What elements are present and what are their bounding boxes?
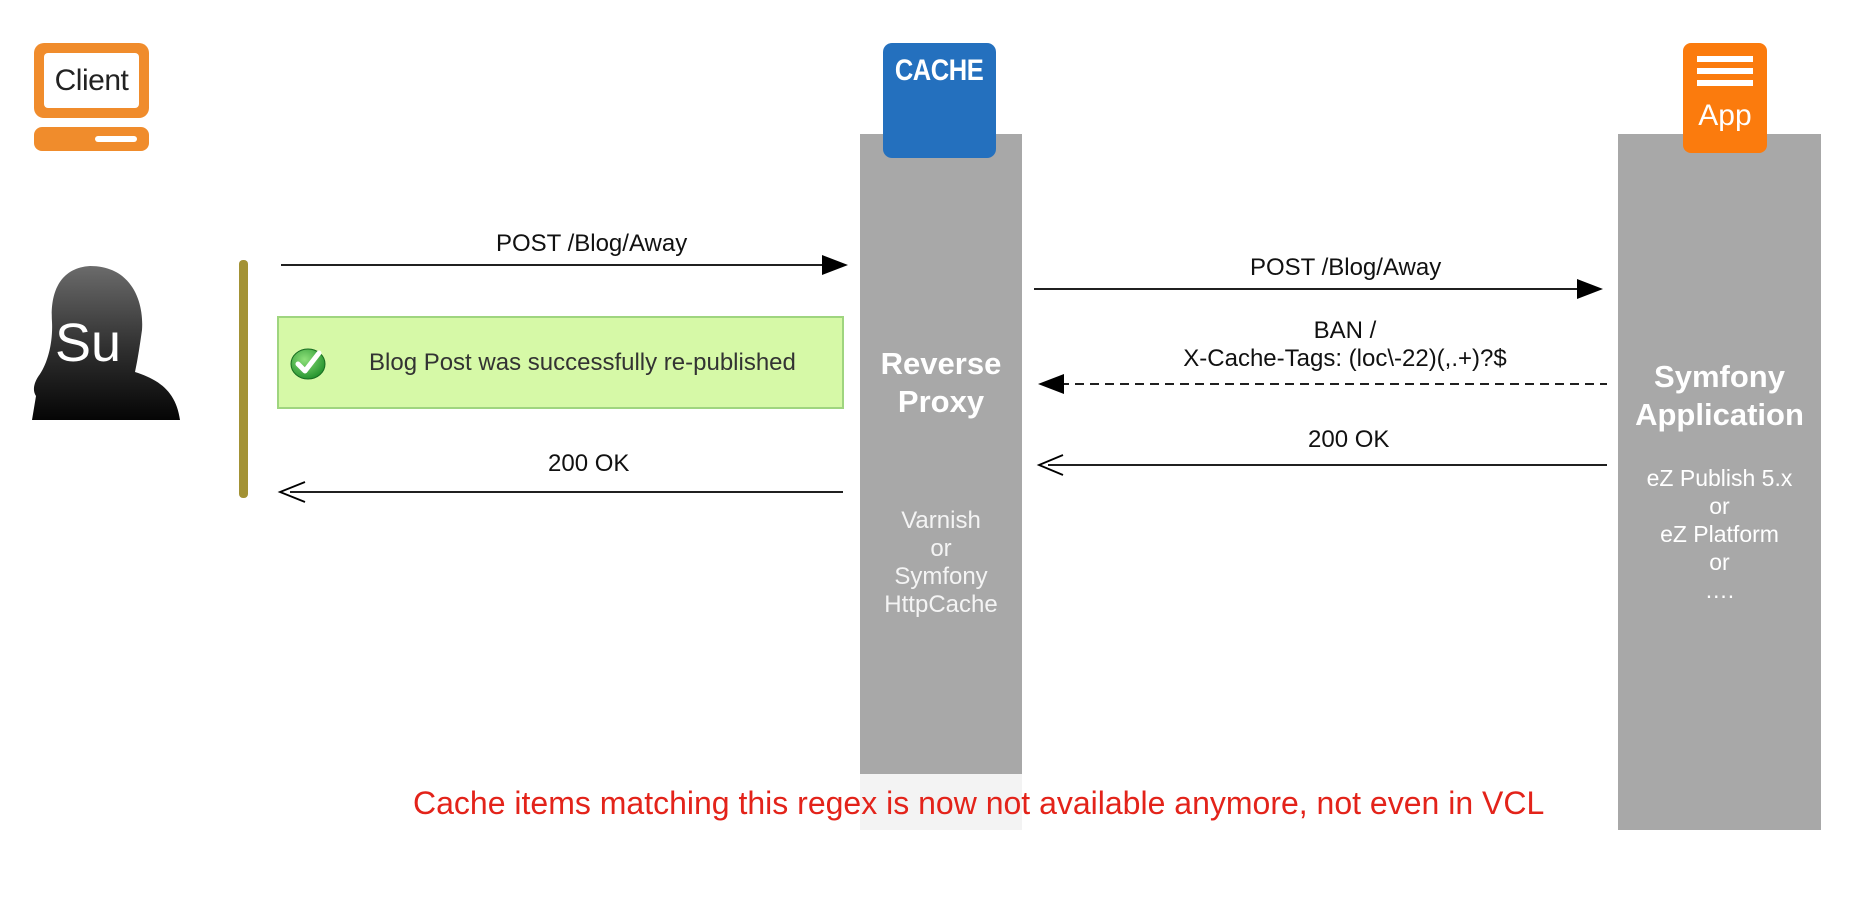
- proxy-subtitle-line: or: [930, 535, 952, 562]
- app-title-line2: Application: [1635, 397, 1804, 432]
- symfony-application-column: [1618, 134, 1821, 830]
- app-subtitle-line: or: [1709, 493, 1730, 519]
- arrow-head-icon: [1038, 374, 1064, 394]
- client-label: Client: [44, 53, 139, 108]
- app-subtitle-line: ….: [1704, 577, 1735, 603]
- client-keyboard-slot: [95, 136, 137, 142]
- cache-badge: CACHE: [883, 43, 996, 158]
- app-subtitle-line: eZ Platform: [1660, 521, 1779, 547]
- person-silhouette-icon: [32, 266, 180, 420]
- client-computer-icon: Client: [34, 43, 149, 151]
- post-request-label-left: POST /Blog/Away: [496, 230, 688, 257]
- app-subtitle-line: eZ Publish 5.x: [1646, 465, 1793, 491]
- session-timeline-bar: [239, 260, 248, 498]
- ban-request-label: BAN / X-Cache-Tags: (loc\-22)(,.+)?$: [1180, 317, 1510, 373]
- ban-label-line2: X-Cache-Tags: (loc\-22)(,.+)?$: [1183, 345, 1507, 372]
- ban-label-line1: BAN /: [1313, 317, 1377, 344]
- reverse-proxy-column-tail: [860, 774, 1022, 830]
- client-keyboard: [34, 127, 149, 151]
- cache-badge-label: CACHE: [895, 54, 984, 87]
- app-title-line1: Symfony: [1654, 359, 1785, 394]
- proxy-subtitle-line: Symfony: [894, 563, 988, 590]
- user-initials: Su: [54, 313, 122, 373]
- symfony-application-title: Symfony Application: [1618, 358, 1821, 434]
- proxy-subtitle-line: HttpCache: [884, 591, 998, 618]
- app-subtitle-line: or: [1709, 549, 1730, 575]
- arrow-head-icon: [277, 481, 306, 503]
- menu-lines-icon: [1697, 56, 1753, 62]
- arrow-head-icon: [822, 255, 848, 275]
- footer-note: Cache items matching this regex is now n…: [413, 785, 1545, 821]
- client-screen: Client: [34, 43, 149, 118]
- ok-response-label-left: 200 OK: [548, 450, 630, 477]
- arrow-head-icon: [1036, 454, 1064, 476]
- post-request-label-right: POST /Blog/Away: [1250, 254, 1442, 281]
- menu-lines-icon: [1697, 68, 1753, 74]
- reverse-proxy-title: Reverse Proxy: [860, 345, 1022, 421]
- reverse-proxy-title-line2: Proxy: [897, 384, 985, 419]
- menu-lines-icon: [1697, 80, 1753, 86]
- reverse-proxy-title-line1: Reverse: [880, 346, 1002, 381]
- app-badge-label: App: [1698, 99, 1752, 132]
- success-message-text: Blog Post was successfully re-published: [369, 349, 796, 376]
- success-message: Blog Post was successfully re-published: [277, 316, 844, 409]
- symfony-application-subtitle: eZ Publish 5.x or eZ Platform or ….: [1618, 464, 1821, 604]
- check-circle-icon: [290, 348, 326, 380]
- arrow-head-icon: [1577, 279, 1603, 299]
- reverse-proxy-subtitle: Varnish or Symfony HttpCache: [860, 507, 1022, 619]
- proxy-subtitle-line: Varnish: [901, 507, 981, 534]
- app-badge: App: [1683, 43, 1767, 153]
- ok-response-label-right: 200 OK: [1298, 426, 1400, 454]
- reverse-proxy-column: [860, 134, 1022, 774]
